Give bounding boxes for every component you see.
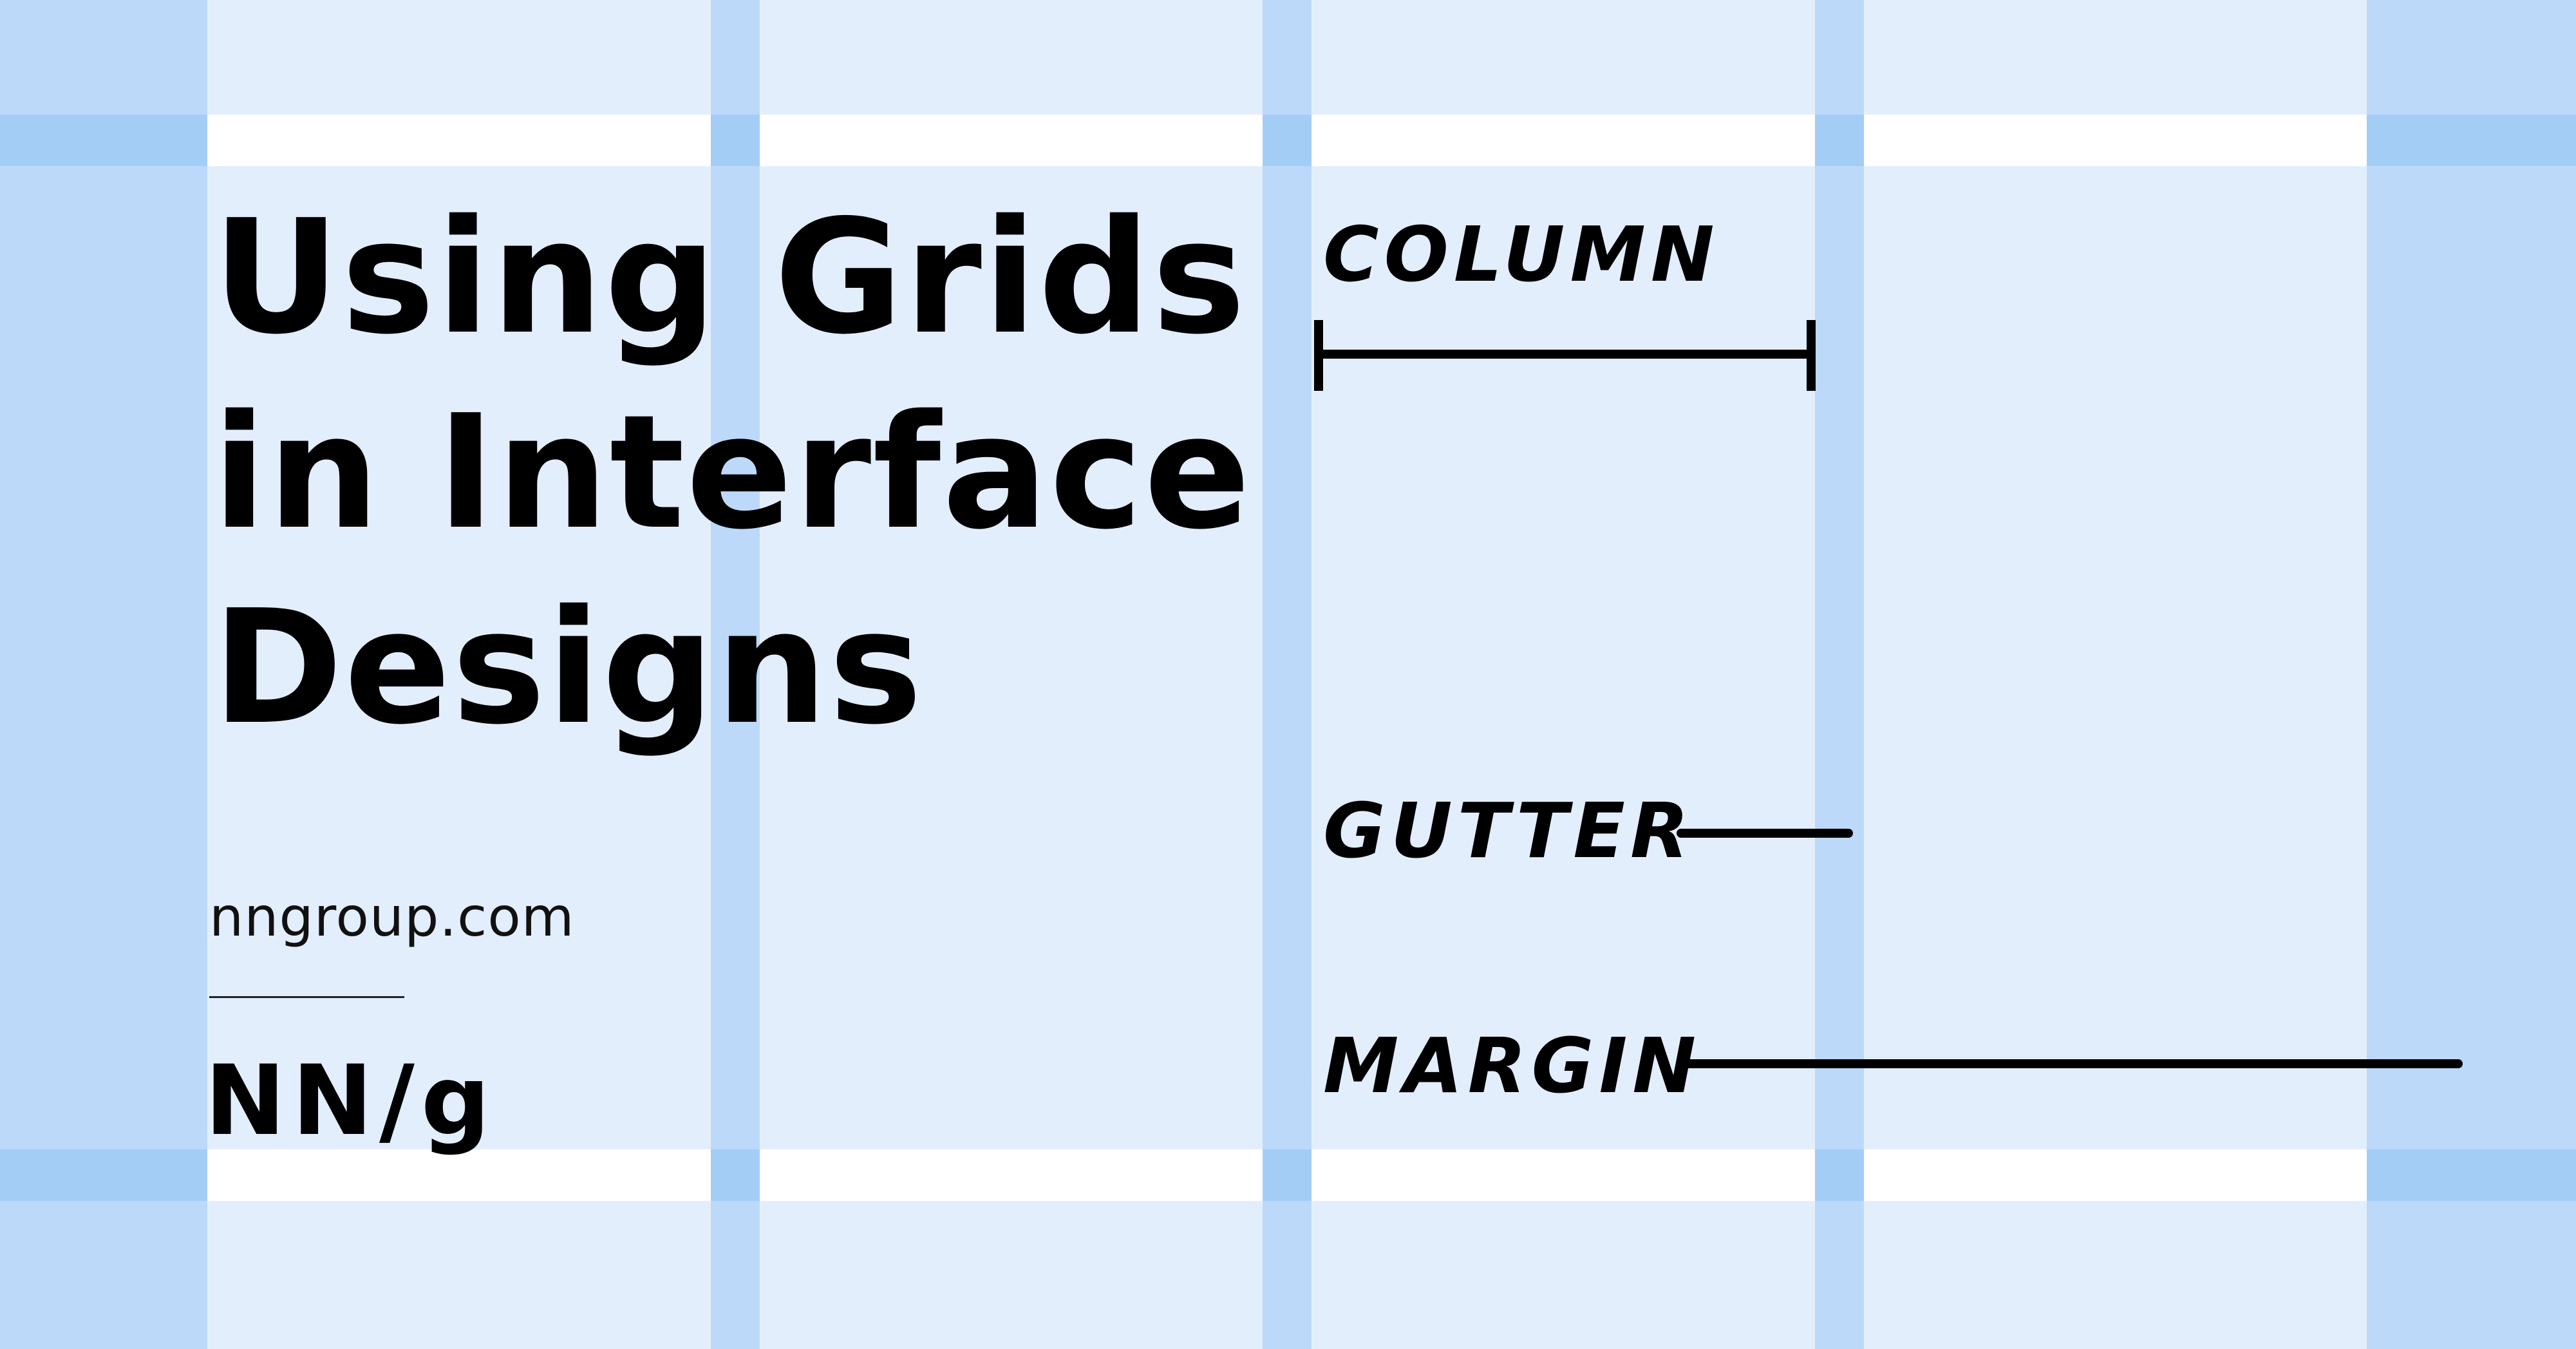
- title-line: in Interface: [212, 381, 1252, 564]
- website-url: nngroup.com: [209, 885, 575, 948]
- title-line: Designs: [212, 576, 924, 759]
- divider: [209, 996, 404, 998]
- gutter-3: [1815, 0, 1864, 1349]
- grid-intersection: [711, 1149, 760, 1201]
- grid-intersection: [711, 115, 760, 166]
- grid-intersection: [1263, 1149, 1312, 1201]
- column-label: COLUMN: [1323, 210, 1720, 299]
- grid-intersection: [0, 1149, 207, 1201]
- left-margin: [0, 0, 207, 1349]
- grid-intersection: [1815, 1149, 1864, 1201]
- grid-intersection: [2367, 115, 2576, 166]
- right-margin: [2367, 0, 2576, 1349]
- page-title: Using Grids in Interface Designs: [212, 180, 1252, 766]
- column-span-bracket: [1314, 320, 1816, 391]
- nng-logo: NN/g: [205, 1045, 497, 1157]
- grid-intersection: [2367, 1149, 2576, 1201]
- grid-intersection: [1263, 115, 1312, 166]
- gutter-2: [1263, 0, 1312, 1349]
- margin-label: MARGIN: [1323, 1021, 1702, 1110]
- grid-intersection: [1815, 115, 1864, 166]
- gutter-1: [711, 0, 760, 1349]
- gutter-label: GUTTER: [1323, 786, 1694, 875]
- title-line: Using Grids: [212, 186, 1247, 369]
- grid-intersection: [0, 115, 207, 166]
